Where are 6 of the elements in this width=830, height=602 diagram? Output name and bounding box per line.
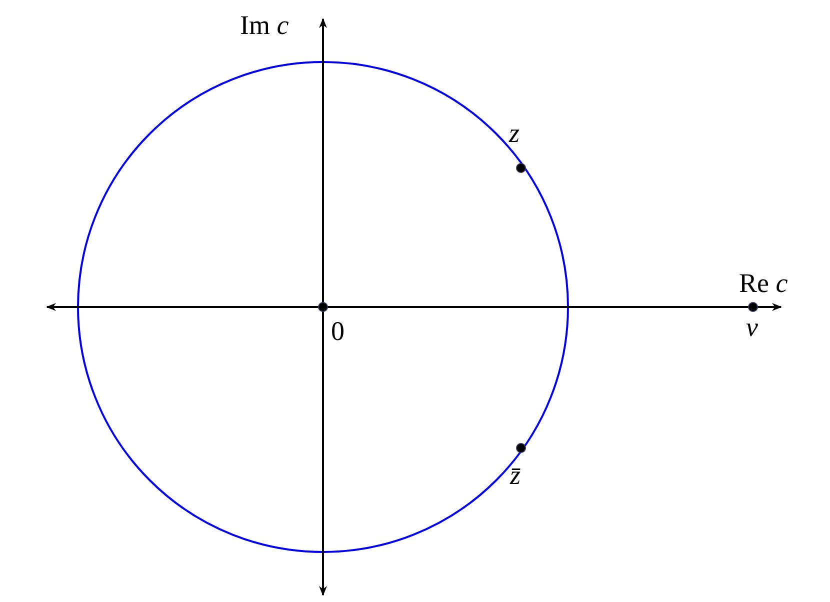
point-label: z̄ [510,460,521,490]
origin-label: 0 [331,316,344,346]
point-label: v [746,312,758,342]
axis-label: Im c [240,10,289,40]
point-label: z [509,118,520,148]
axis-label: Re c [739,268,788,298]
